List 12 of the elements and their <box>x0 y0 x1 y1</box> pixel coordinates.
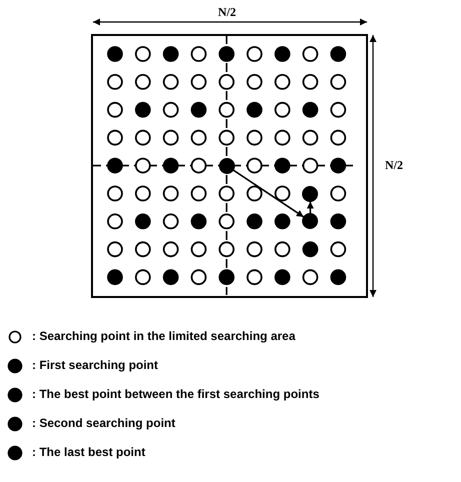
legend-text: : The best point between the first searching points <box>32 387 320 401</box>
legend-text: : The last best point <box>32 445 146 459</box>
arrow <box>232 169 304 218</box>
best-point-dot <box>218 158 235 174</box>
legend-text: : Searching point in the limited searching area <box>32 329 296 343</box>
arrow <box>306 202 314 214</box>
best-point-dot <box>302 213 318 230</box>
legend-text: : Second searching point <box>32 416 176 430</box>
dimension-label: N/2 <box>385 158 403 173</box>
best-point-dot <box>302 186 318 202</box>
legend-text: : First searching point <box>32 358 158 372</box>
dimension-label: N/2 <box>218 5 236 20</box>
